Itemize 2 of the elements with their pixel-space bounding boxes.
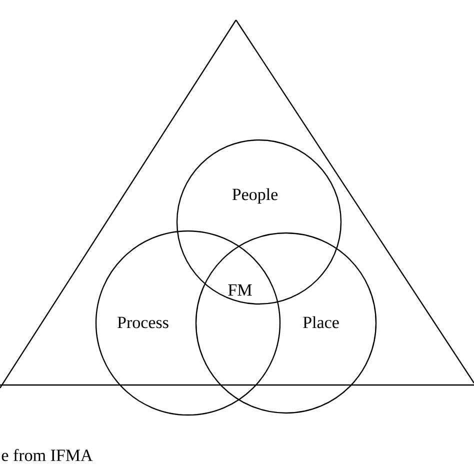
source-note: e from IFMA	[2, 448, 93, 462]
overlap-label: FM	[228, 284, 252, 296]
